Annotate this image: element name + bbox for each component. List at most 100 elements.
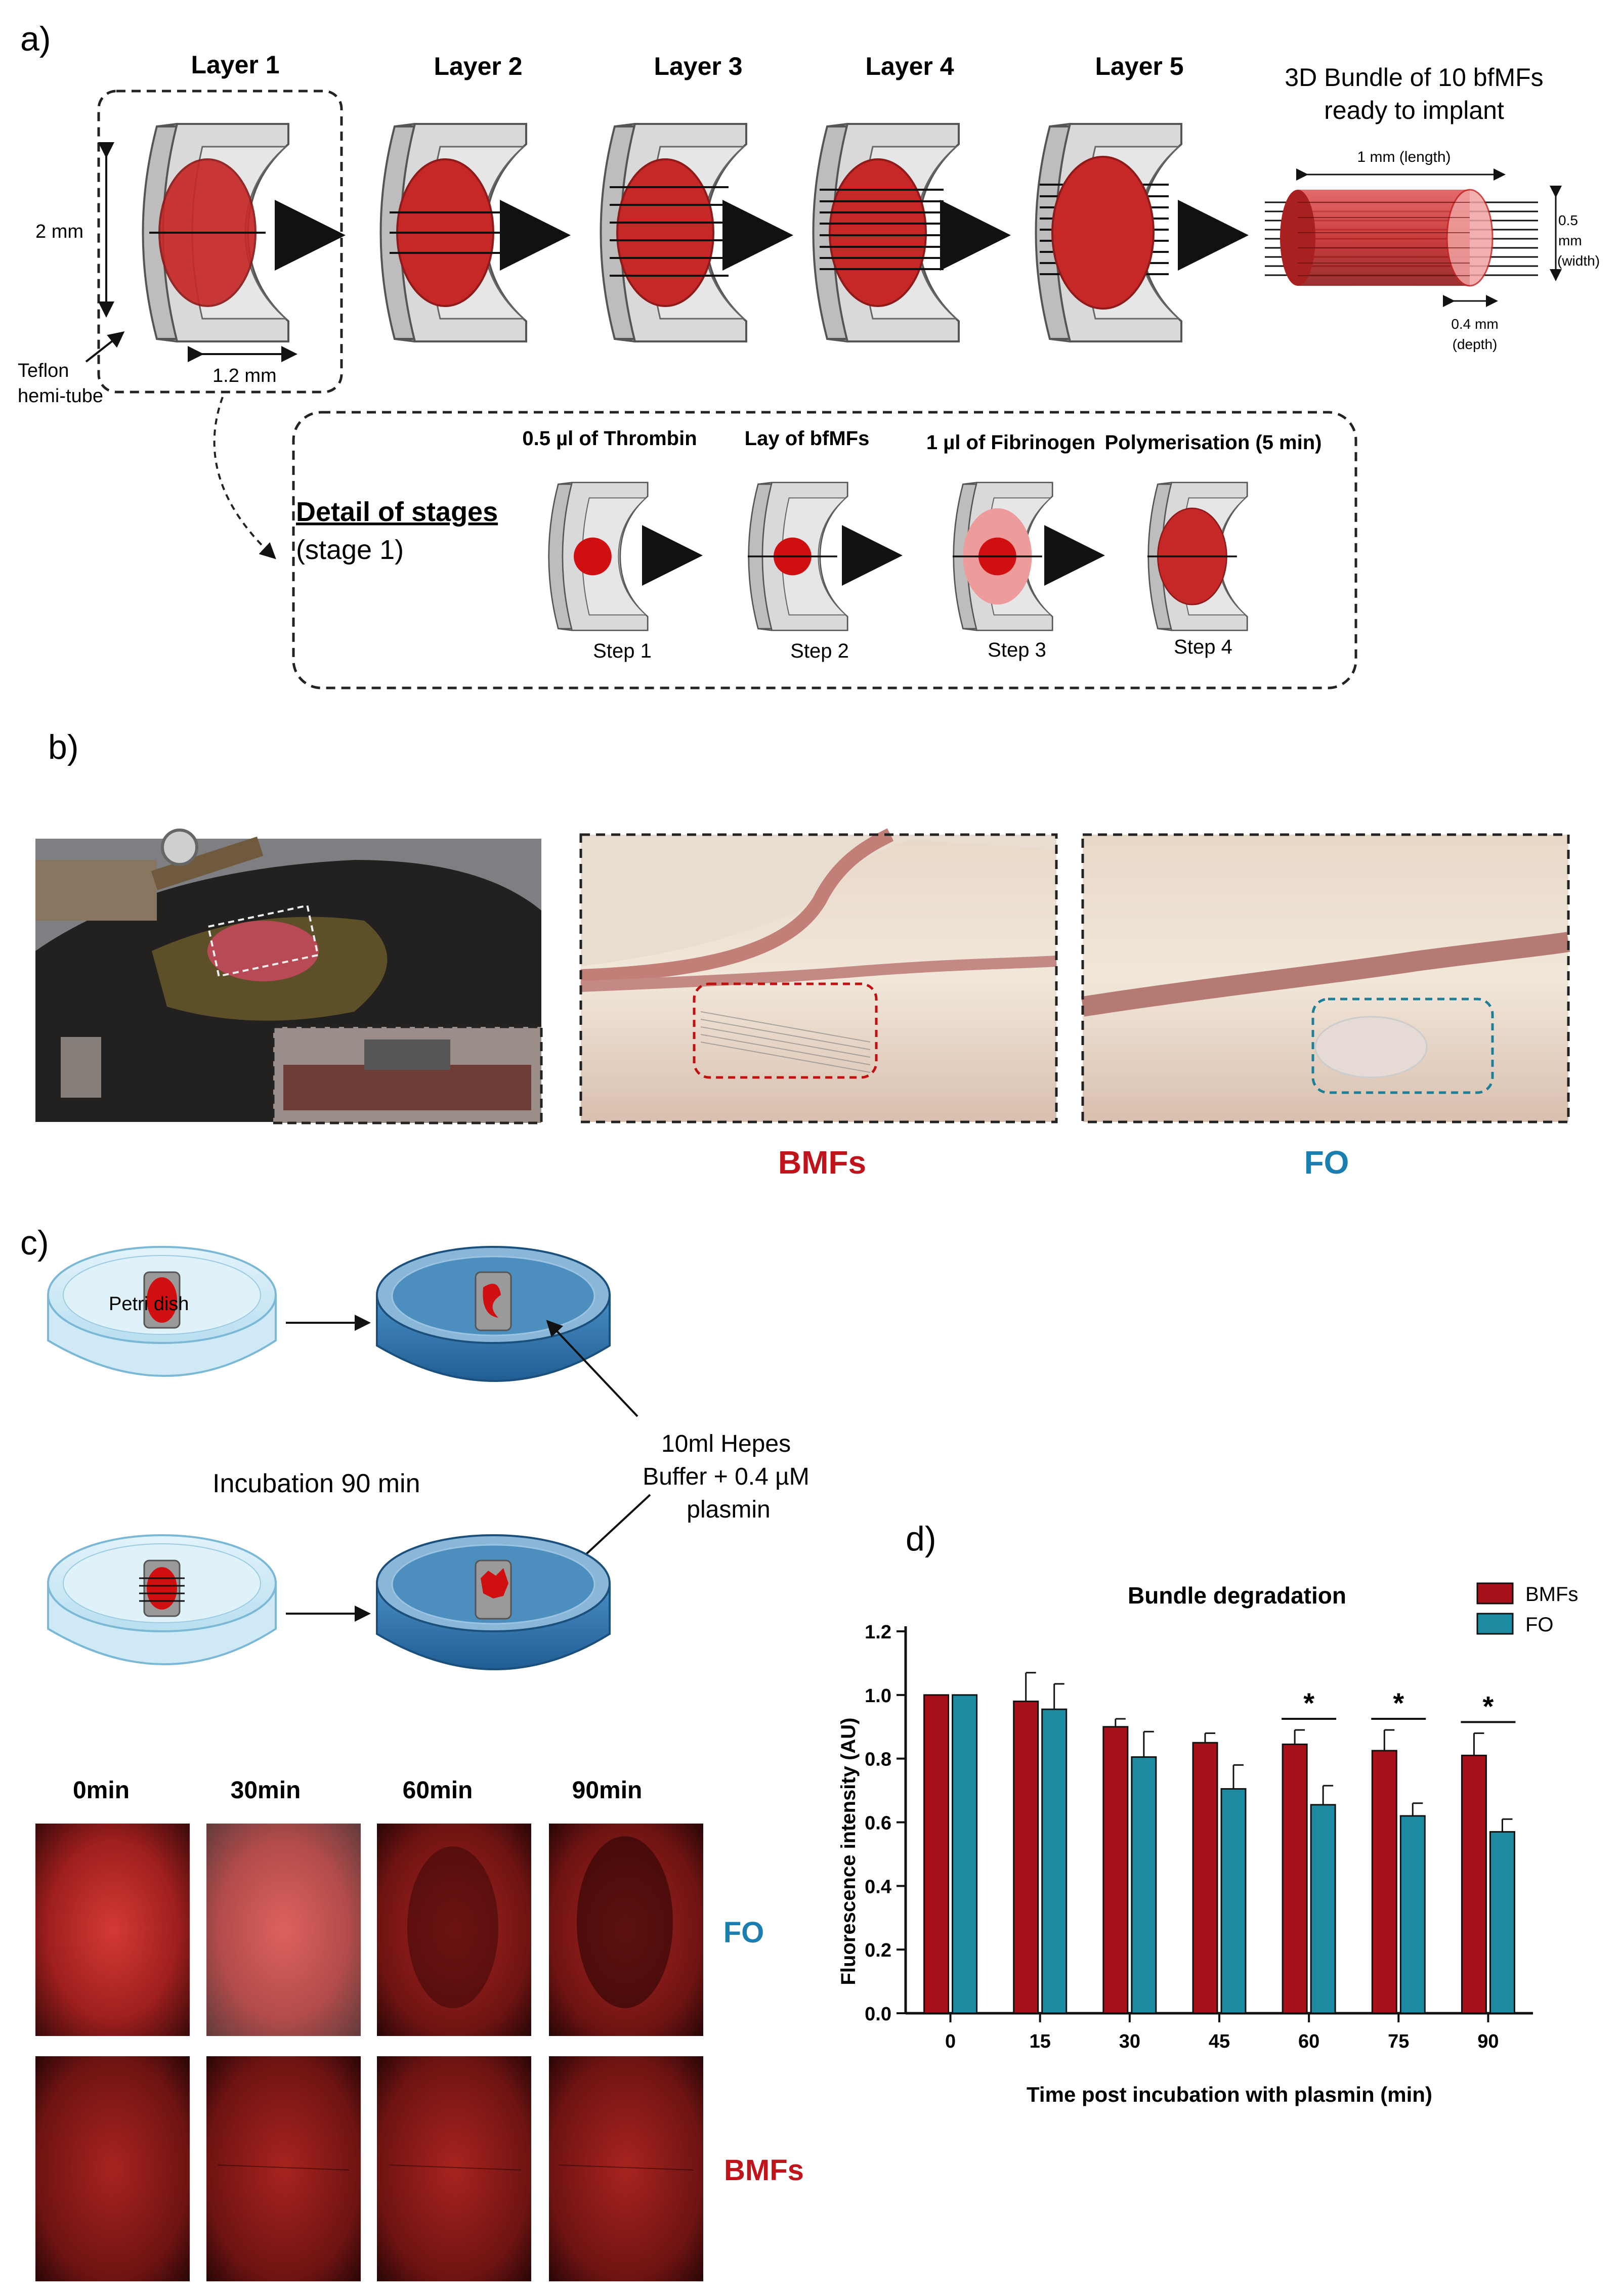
legend-swatch-fo bbox=[1476, 1613, 1514, 1635]
petri-dish-light-2 bbox=[47, 1534, 277, 1665]
y-tick-label: 0.8 bbox=[865, 1749, 891, 1770]
time-label-0: 0min bbox=[73, 1777, 130, 1804]
layer-5-title: Layer 5 bbox=[1095, 52, 1183, 80]
x-tick-label: 45 bbox=[1209, 2031, 1230, 2052]
layer-5-tube bbox=[1035, 123, 1182, 342]
y-tick-label: 0.4 bbox=[865, 1876, 891, 1897]
detail-title: Detail of stages bbox=[296, 497, 498, 527]
time-label-60: 60min bbox=[403, 1777, 473, 1804]
petri-dish-light-1 bbox=[47, 1246, 277, 1377]
step-2-tube bbox=[747, 482, 848, 631]
time-label-90: 90min bbox=[572, 1777, 643, 1804]
x-tick-label: 75 bbox=[1388, 2031, 1409, 2052]
bmfs-row-label: BMFs bbox=[724, 2154, 804, 2187]
panel-a-label: a) bbox=[20, 20, 51, 58]
bar-fo bbox=[1041, 1708, 1068, 2014]
bundle-depth-label-2: (depth) bbox=[1453, 336, 1498, 352]
bundle-width-label-2: mm bbox=[1558, 233, 1582, 248]
legend-swatch-bmfs bbox=[1476, 1582, 1514, 1605]
layer-4-tube bbox=[812, 123, 960, 342]
x-tick-label: 60 bbox=[1298, 2031, 1319, 2052]
layer-1-title: Layer 1 bbox=[191, 51, 279, 79]
legend-label-fo: FO bbox=[1525, 1614, 1554, 1636]
x-tick-label: 15 bbox=[1030, 2031, 1051, 2052]
step-captions: Step 1 Step 2 Step 3 Step 4 bbox=[593, 636, 1232, 662]
buffer-label-line2: Buffer + 0.4 µM bbox=[643, 1463, 809, 1490]
fo-image-row bbox=[35, 1824, 703, 2036]
detail-subtitle: (stage 1) bbox=[296, 535, 404, 565]
bar-bmfs bbox=[1282, 1743, 1308, 2014]
bar-bmfs bbox=[1192, 1742, 1218, 2014]
fo-photo-label: FO bbox=[1304, 1144, 1349, 1181]
bar-bmfs bbox=[1102, 1726, 1129, 2014]
time-label-30: 30min bbox=[231, 1777, 301, 1804]
fibrin-disk bbox=[616, 158, 714, 307]
incubation-label: Incubation 90 min bbox=[212, 1469, 420, 1498]
layer-2-tube bbox=[379, 123, 527, 342]
y-tick-label: 0.6 bbox=[865, 1813, 891, 1834]
teflon-pointer bbox=[85, 331, 125, 363]
bmfs-photo-label: BMFs bbox=[778, 1144, 866, 1181]
step-2-caption: Step 2 bbox=[790, 640, 849, 662]
bmfs-dashed-box bbox=[693, 982, 878, 1079]
detail-connector bbox=[213, 397, 276, 559]
chart-title: Bundle degradation bbox=[1128, 1582, 1346, 1609]
buffer-label-line1: 10ml Hepes bbox=[661, 1431, 791, 1457]
bar-bmfs bbox=[1013, 1700, 1039, 2014]
step-titles: 0.5 µl of Thrombin Lay of bfMFs 1 µl of … bbox=[522, 427, 1321, 454]
fibrin-disk bbox=[829, 158, 927, 307]
step-1-caption: Step 1 bbox=[593, 640, 652, 662]
step-1-tube bbox=[548, 482, 649, 631]
chart-legend: BMFs FO bbox=[1476, 1582, 1578, 1636]
bar-bmfs bbox=[1371, 1750, 1397, 2014]
bundle-title-line1: 3D Bundle of 10 bfMFs bbox=[1285, 63, 1543, 92]
bar-fo bbox=[952, 1694, 978, 2014]
bar-bmfs bbox=[1461, 1754, 1487, 2014]
y-tick-label: 0.2 bbox=[865, 1940, 891, 1961]
craniotomy-dashed-box bbox=[207, 904, 319, 978]
bundle-title-line2: ready to implant bbox=[1324, 96, 1504, 124]
panel-c-label: c) bbox=[20, 1224, 49, 1262]
panel-d-label: d) bbox=[906, 1520, 936, 1558]
bmfs-image-row bbox=[35, 2056, 703, 2281]
bar-fo bbox=[1310, 1804, 1336, 2014]
petri-dish-label: Petri dish bbox=[109, 1293, 189, 1315]
x-tick-label: 90 bbox=[1477, 2031, 1499, 2052]
detail-dashed-box bbox=[292, 411, 1357, 689]
surgery-photo bbox=[35, 829, 543, 1124]
width-dimension-label: 1.2 mm bbox=[212, 365, 277, 386]
bar-fo bbox=[1220, 1788, 1247, 2014]
layer-2-title: Layer 2 bbox=[434, 52, 522, 80]
layer-3-tube bbox=[600, 123, 747, 342]
layer-3-title: Layer 3 bbox=[654, 52, 742, 80]
layer-4-title: Layer 4 bbox=[865, 52, 954, 80]
layer-titles: Layer 1 Layer 2 Layer 3 Layer 4 Layer 5 bbox=[191, 51, 1183, 80]
fibrin-disk bbox=[1051, 156, 1155, 310]
bundle-width-label-1: 0.5 bbox=[1558, 212, 1578, 228]
buffer-label-line3: plasmin bbox=[687, 1496, 770, 1523]
fo-row-label: FO bbox=[723, 1916, 764, 1949]
x-tick-label: 0 bbox=[945, 2031, 956, 2052]
x-tick-label: 30 bbox=[1119, 2031, 1140, 2052]
significance-marker: * bbox=[1303, 1687, 1314, 1719]
fo-implant-photo bbox=[1081, 833, 1570, 1123]
teflon-label-line1: Teflon bbox=[18, 360, 69, 381]
thrombin-drop bbox=[574, 537, 612, 576]
legend-label-bmfs: BMFs bbox=[1525, 1583, 1578, 1606]
time-labels: 0min 30min 60min 90min bbox=[73, 1777, 642, 1804]
step-1-title: 0.5 µl of Thrombin bbox=[522, 427, 697, 450]
y-tick-label: 1.0 bbox=[865, 1685, 891, 1707]
bmfs-implant-photo bbox=[579, 828, 1058, 1123]
fo-dashed-box bbox=[1311, 998, 1494, 1094]
bar-fo bbox=[1131, 1756, 1157, 2014]
teflon-label-line2: hemi-tube bbox=[18, 385, 103, 407]
step-4-tube bbox=[1147, 482, 1248, 631]
bundle-depth-label-1: 0.4 mm bbox=[1451, 316, 1498, 332]
y-tick-label: 0.0 bbox=[865, 2004, 891, 2025]
y-tick-label: 1.2 bbox=[865, 1622, 891, 1643]
step-3-tube bbox=[952, 482, 1053, 631]
bundle-width-label-3: (width) bbox=[1557, 253, 1600, 269]
chart-y-axis-title: Fluorescence intensity (AU) bbox=[837, 1717, 860, 1985]
